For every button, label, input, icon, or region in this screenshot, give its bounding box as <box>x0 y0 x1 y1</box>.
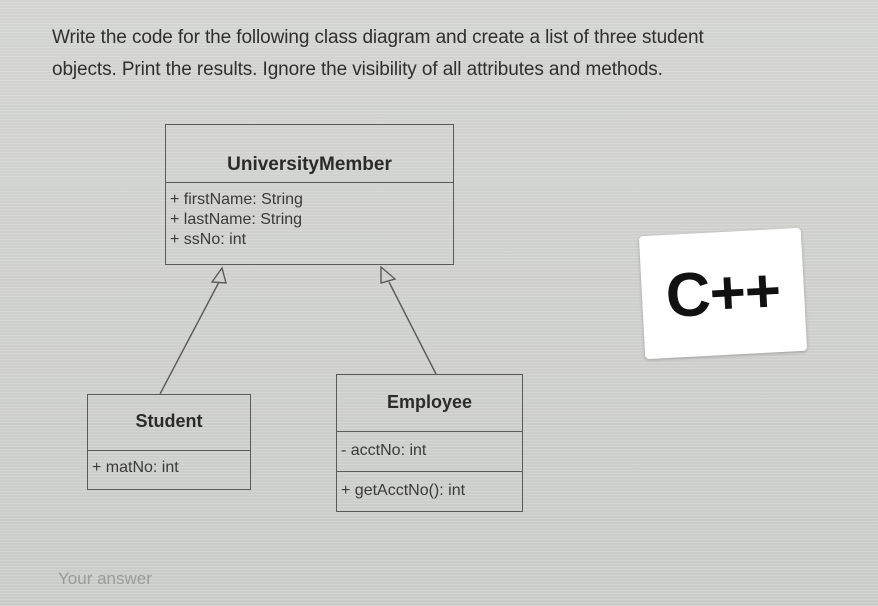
attribute-acct-no: - acctNo: int <box>341 442 427 459</box>
attribute-first-name: + firstName: String <box>170 191 303 208</box>
attribute-last-name: + lastName: String <box>170 211 303 228</box>
question-line-2: objects. Print the results. Ignore the v… <box>52 59 663 80</box>
class-box-university-member: UniversityMember + firstName: String + l… <box>165 124 454 265</box>
attributes-university-member: + firstName: String + lastName: String +… <box>166 183 453 250</box>
method-get-acct-no: + getAcctNo(): int <box>341 482 466 499</box>
class-box-student: Student + matNo: int <box>87 394 251 490</box>
attributes-employee: - acctNo: int <box>337 432 522 472</box>
answer-field[interactable]: Your answer <box>58 569 152 589</box>
language-sticker: C++ <box>638 227 808 360</box>
class-name-employee: Employee <box>337 375 522 432</box>
language-label: C++ <box>664 256 782 331</box>
attribute-ss-no: + ssNo: int <box>170 231 247 248</box>
question-text: Write the code for the following class d… <box>52 22 832 86</box>
methods-employee: + getAcctNo(): int <box>337 472 522 501</box>
class-box-employee: Employee - acctNo: int + getAcctNo(): in… <box>336 374 523 512</box>
generalization-line-student <box>159 281 220 395</box>
generalization-arrowhead-student <box>210 266 227 284</box>
answer-placeholder: Your answer <box>58 569 152 588</box>
attributes-student: + matNo: int <box>88 451 250 478</box>
generalization-arrowhead-employee <box>380 265 397 284</box>
class-name-university-member: UniversityMember <box>166 125 453 183</box>
question-line-1: Write the code for the following class d… <box>52 27 704 48</box>
generalization-line-employee <box>388 281 437 375</box>
class-name-student: Student <box>88 395 250 451</box>
attribute-mat-no: + matNo: int <box>92 459 179 476</box>
